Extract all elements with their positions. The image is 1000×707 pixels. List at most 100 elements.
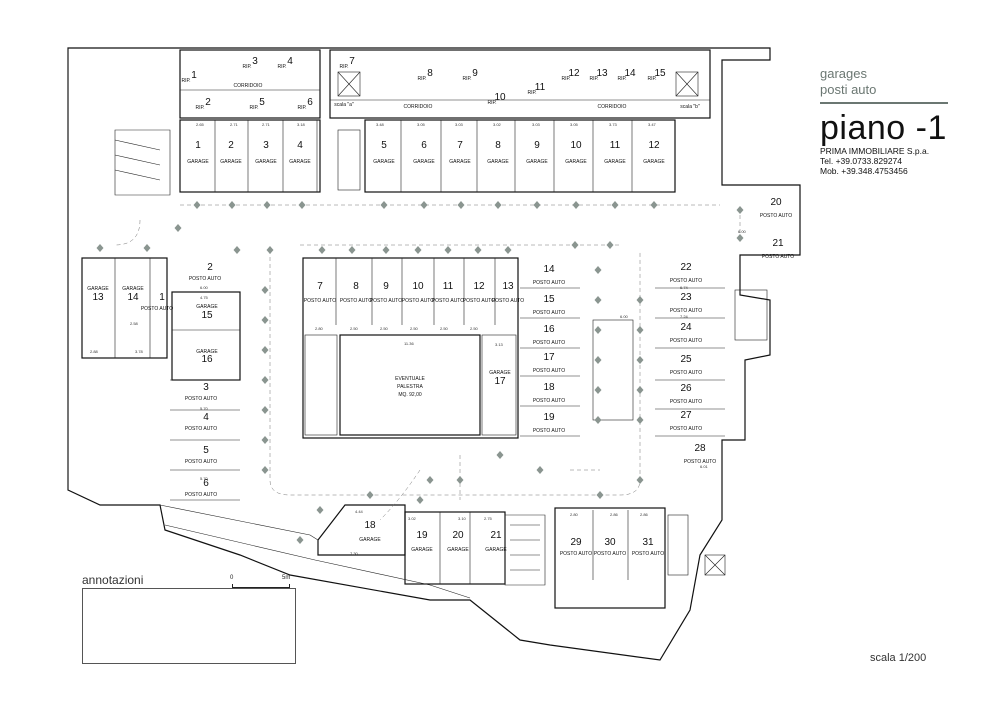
annotations-box xyxy=(82,588,296,664)
annotations-label: annotazioni xyxy=(82,573,144,587)
posto-label-center: POSTO AUTO xyxy=(492,298,524,304)
ripostiglio-label: RIP. xyxy=(297,105,306,111)
posto-number-center: 8 xyxy=(353,281,359,292)
svg-text:2.50: 2.50 xyxy=(440,326,449,331)
middle-divider xyxy=(592,319,634,421)
bottom-right-stair xyxy=(667,514,689,576)
garage-label-left: GARAGE xyxy=(122,286,144,292)
svg-text:7.24: 7.24 xyxy=(680,314,689,319)
direction-arrow-icon xyxy=(261,466,269,474)
ripostiglio-number: 12 xyxy=(568,68,580,79)
posto-number-center: 11 xyxy=(443,281,454,292)
ripostiglio-label: RIP. xyxy=(242,64,251,70)
stair-b-label: scala "b" xyxy=(680,104,700,110)
svg-text:3.02: 3.02 xyxy=(408,516,417,521)
posto-label-bottom: POSTO AUTO xyxy=(560,551,592,557)
direction-arrow-icon xyxy=(611,201,619,209)
title-rule xyxy=(820,102,948,104)
direction-arrow-icon xyxy=(594,416,602,424)
posto-label-left: POSTO AUTO xyxy=(185,459,217,465)
svg-text:2.71: 2.71 xyxy=(230,122,239,127)
ripostiglio-number: 3 xyxy=(252,56,258,67)
posto-number-bottom: 29 xyxy=(570,537,582,548)
ripostiglio-label: RIP. xyxy=(647,76,656,82)
company-name: PRIMA IMMOBILIARE S.p.a. xyxy=(820,146,930,156)
svg-text:3.78: 3.78 xyxy=(135,349,144,354)
direction-arrow-icon xyxy=(261,406,269,414)
palestra-label-line2: PALESTRA xyxy=(397,384,423,390)
ripostiglio-number: 4 xyxy=(287,56,293,67)
posto-number-left: 2 xyxy=(207,262,213,273)
ripostiglio-number: 5 xyxy=(259,97,265,108)
direction-arrow-icon xyxy=(594,386,602,394)
garage-number-left: 16 xyxy=(201,354,213,365)
svg-text:6.00: 6.00 xyxy=(620,314,629,319)
garage-number-top: 9 xyxy=(534,140,540,151)
ripostiglio-label: RIP. xyxy=(589,76,598,82)
posto-label-right: POSTO AUTO xyxy=(670,399,702,405)
direction-arrow-icon xyxy=(636,476,644,484)
bottom-diagonal-wall xyxy=(159,504,471,599)
posto-label-middle: POSTO AUTO xyxy=(533,428,565,434)
svg-text:2.86: 2.86 xyxy=(640,512,649,517)
ripostiglio-number: 14 xyxy=(624,68,636,79)
posto-label-middle: POSTO AUTO xyxy=(533,340,565,346)
direction-arrow-icon xyxy=(261,316,269,324)
ripostiglio-number: 8 xyxy=(427,68,433,79)
posto-label-center: POSTO AUTO xyxy=(370,298,402,304)
arrows-group xyxy=(96,201,744,544)
garage-label-bottom: GARAGE xyxy=(359,537,381,543)
posto-number-middle: 15 xyxy=(543,294,555,305)
direction-arrow-icon xyxy=(296,536,304,544)
direction-arrow-icon xyxy=(316,506,324,514)
svg-text:5.70: 5.70 xyxy=(200,406,209,411)
garage-label-top: GARAGE xyxy=(373,159,395,165)
garage-number-top: 1 xyxy=(195,140,201,151)
direction-arrow-icon xyxy=(571,241,579,249)
garage-label-left: GARAGE xyxy=(196,349,218,355)
ripostiglio-number: 10 xyxy=(494,92,506,103)
ripostiglio-label: RIP. xyxy=(277,64,286,70)
posto-label-center: POSTO AUTO xyxy=(340,298,372,304)
stair-b-lift xyxy=(675,71,699,97)
title-line-garages: garages xyxy=(820,66,867,81)
direction-arrow-icon xyxy=(474,246,482,254)
svg-text:2.50: 2.50 xyxy=(470,326,479,331)
garage-label-top: GARAGE xyxy=(413,159,435,165)
direction-arrow-icon xyxy=(263,201,271,209)
garage-label-top: GARAGE xyxy=(604,159,626,165)
garage-number-top: 3 xyxy=(263,140,269,151)
ripostiglio-label: RIP. xyxy=(181,78,190,84)
svg-text:3.73: 3.73 xyxy=(609,122,618,127)
scale-bar-line xyxy=(232,584,290,588)
ripostiglio-number: 13 xyxy=(596,68,608,79)
svg-text:2.88: 2.88 xyxy=(90,349,99,354)
direction-arrow-icon xyxy=(96,244,104,252)
svg-text:11.36: 11.36 xyxy=(404,341,414,346)
posto-label-middle: POSTO AUTO xyxy=(533,280,565,286)
direction-arrow-icon xyxy=(261,346,269,354)
garage-label-bottom: GARAGE xyxy=(485,547,507,553)
posto-label-left: POSTO AUTO xyxy=(185,396,217,402)
direction-arrow-icon xyxy=(572,201,580,209)
direction-arrow-icon xyxy=(594,296,602,304)
posto-number-middle: 18 xyxy=(543,382,555,393)
direction-arrow-icon xyxy=(636,416,644,424)
svg-text:3.05: 3.05 xyxy=(417,122,426,127)
scale-bar: 0 5m xyxy=(230,575,300,589)
svg-text:2.71: 2.71 xyxy=(262,122,271,127)
direction-arrow-icon xyxy=(606,241,614,249)
garage-number-top: 4 xyxy=(297,140,303,151)
garage-number-bottom: 20 xyxy=(452,530,464,541)
direction-arrow-icon xyxy=(494,201,502,209)
posto-label-center: POSTO AUTO xyxy=(402,298,434,304)
top-garage-row-right xyxy=(364,119,676,193)
posto-number-left: 4 xyxy=(203,412,209,423)
posto-number-right: 20 xyxy=(770,197,782,208)
posto-label-right: POSTO AUTO xyxy=(684,459,716,465)
svg-text:2.86: 2.86 xyxy=(610,512,619,517)
svg-text:2.50: 2.50 xyxy=(350,326,359,331)
garage-number-top: 12 xyxy=(648,140,660,151)
posto-label-right: POSTO AUTO xyxy=(762,254,794,260)
direction-arrow-icon xyxy=(736,234,744,242)
